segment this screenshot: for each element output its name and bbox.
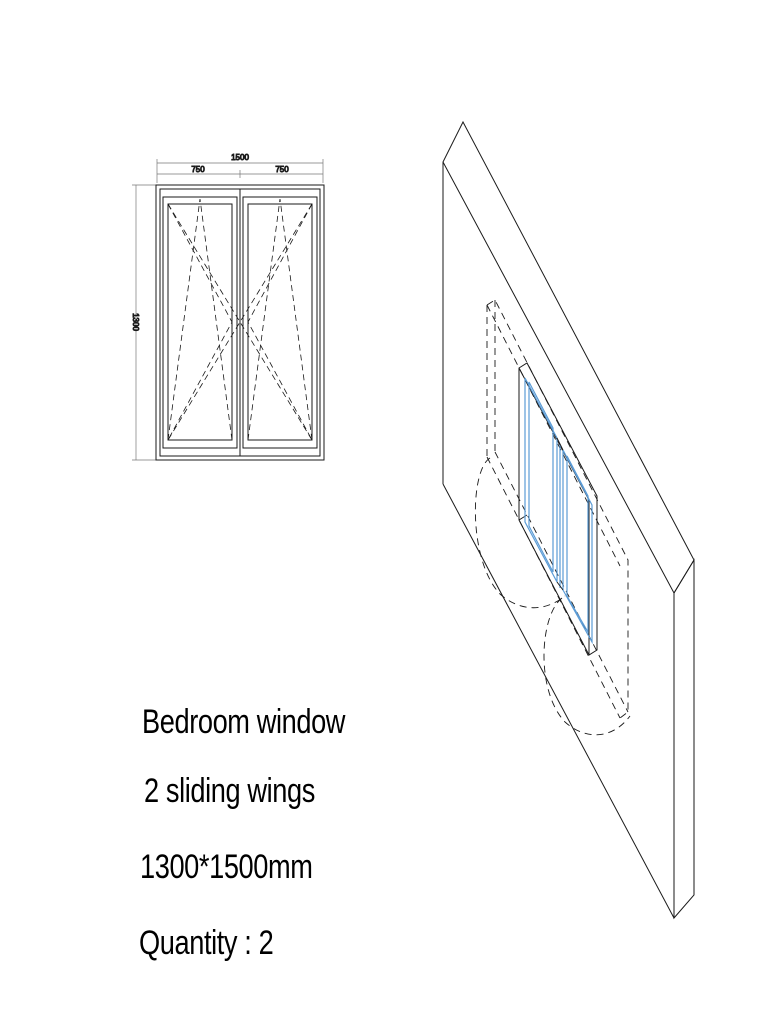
front-elevation: 1500 750 750 1300	[131, 153, 325, 461]
opening-indicators	[167, 198, 313, 441]
window-quantity: Quantity : 2	[139, 924, 274, 962]
window-dimensions: 1300*1500mm	[140, 848, 313, 886]
isometric-view	[442, 120, 695, 920]
right-sash-glass	[247, 203, 313, 441]
overall-width-label: 1500	[231, 153, 249, 162]
window-title: Bedroom window	[142, 703, 346, 741]
wing-description: 2 sliding wings	[144, 772, 315, 810]
left-sash-outer	[162, 196, 238, 449]
sash-swing-arcs	[474, 457, 631, 736]
outer-frame	[155, 184, 325, 461]
iso-glass-panes	[524, 377, 593, 645]
iso-sash-dividers	[556, 437, 564, 591]
wall-slab	[442, 120, 695, 920]
height-label: 1300	[131, 313, 140, 331]
iso-window-frame	[518, 362, 598, 656]
right-wing-width-label: 750	[275, 165, 289, 174]
left-wing-width-label: 750	[191, 165, 205, 174]
height-dimension	[132, 184, 156, 461]
left-sash-glass	[167, 203, 233, 441]
right-sash-outer	[242, 196, 318, 449]
width-dimension	[156, 159, 324, 183]
